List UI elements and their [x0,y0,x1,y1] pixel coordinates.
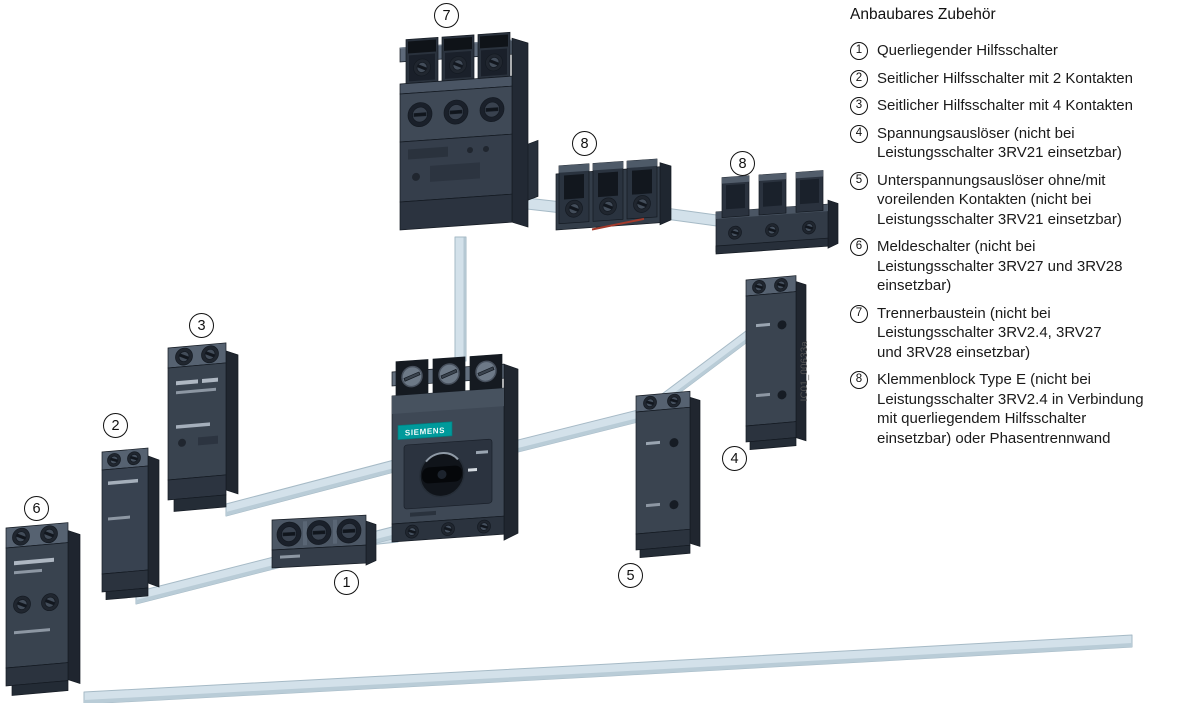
legend-num-2: 2 [850,69,868,88]
callout-8a: 8 [572,131,597,156]
legend-num-5: 5 [850,171,868,190]
legend-item-7: 7 Trennerbaustein (nicht bei Leistungssc… [850,304,1194,363]
figure-id-watermark: IC01_00633a [799,341,810,402]
component-1-querliegender-hilfsschalter [271,514,377,569]
legend-item-6: 6 Meldeschalter (nicht bei Leistungsscha… [850,237,1194,296]
legend-item-8: 8 Klemmenblock Type E (nicht bei Leistun… [850,370,1194,448]
component-2-hilfsschalter-2k [101,447,160,601]
callout-4: 4 [722,446,747,471]
legend: Anbaubares Zubehör 1 Querliegender Hilfs… [850,6,1194,456]
legend-text-8: Klemmenblock Type E (nicht bei Leistungs… [877,371,1144,447]
siemens-logo-text: SIEMENS [405,426,445,438]
component-8-klemmenblock [555,158,672,231]
callout-8b: 8 [730,151,755,176]
legend-text-7: Trennerbaustein (nicht bei Leistungsscha… [877,304,1102,361]
legend-text-2: Seitlicher Hilfsschalter mit 2 Kontakten [877,69,1133,87]
legend-text-6: Meldeschalter (nicht bei Leistungsschalt… [877,238,1123,294]
callout-6: 6 [24,496,49,521]
legend-num-1: 1 [850,42,868,60]
legend-item-1: 1 Querliegender Hilfsschalter [850,41,1194,61]
component-4-spannungsausloeser [745,275,807,451]
component-8-phasentrennwand [715,170,839,255]
callout-7: 7 [434,3,459,28]
legend-item-2: 2 Seitlicher Hilfsschalter mit 2 Kontakt… [850,69,1194,89]
legend-num-3: 3 [850,97,868,115]
callout-1: 1 [334,570,359,595]
legend-item-3: 3 Seitlicher Hilfsschalter mit 4 Kontakt… [850,96,1194,116]
component-6-meldeschalter [5,522,81,696]
legend-num-4: 4 [850,124,868,143]
component-5-unterspannungsausloeser [635,390,701,559]
circuit-breaker: SIEMENS [391,353,519,543]
legend-num-8: 8 [850,371,868,389]
legend-item-5: 5 Unterspannungsauslöser ohne/mit voreil… [850,171,1194,230]
legend-text-4: Spannungsauslöser (nicht bei Leistungssc… [877,124,1122,162]
legend-text-5: Unterspannungsauslöser ohne/mit voreilen… [877,171,1122,228]
legend-num-6: 6 [850,238,868,256]
callout-5: 5 [618,563,643,588]
legend-num-7: 7 [850,304,868,323]
legend-text-1: Querliegender Hilfsschalter [877,42,1058,59]
legend-text-3: Seitlicher Hilfsschalter mit 4 Kontakten [877,97,1133,114]
component-3-hilfsschalter-4k [167,342,239,512]
callout-2: 2 [103,413,128,438]
legend-title: Anbaubares Zubehör [850,6,996,23]
callout-3: 3 [189,313,214,338]
component-7-trennerbaustein [399,31,539,231]
legend-item-4: 4 Spannungsauslöser (nicht bei Leistungs… [850,124,1194,163]
